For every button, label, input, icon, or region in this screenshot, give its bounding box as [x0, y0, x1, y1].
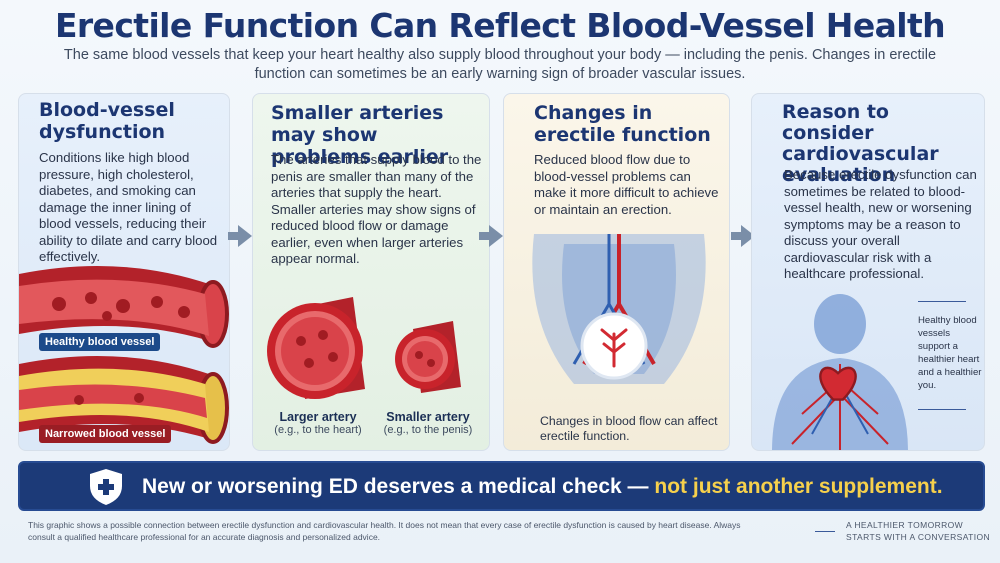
banner-accent-text: not just another supplement.: [654, 475, 943, 498]
larger-artery-caption: Larger artery (e.g., to the heart): [263, 410, 373, 436]
banner-message: New or worsening ED deserves a medical c…: [142, 475, 943, 499]
callout-line-top: [918, 301, 966, 302]
page-subtitle: The same blood vessels that keep your he…: [63, 47, 937, 82]
footer-tagline: A HEALTHIER TOMORROW STARTS WITH A CONVE…: [846, 520, 991, 542]
panel-blood-vessel-dysfunction: Blood-vessel dysfunction Conditions like…: [18, 93, 230, 451]
larger-artery-image: [267, 297, 365, 399]
right-arrow-icon: [228, 225, 252, 247]
panel-smaller-arteries: Smaller arteries may show problems earli…: [252, 93, 490, 451]
panel-heading: Reason to consider cardiovascular evalua…: [782, 101, 939, 186]
callout-text: Healthy blood vessels support a healthie…: [918, 315, 982, 391]
smaller-artery-label: Smaller artery: [386, 410, 470, 424]
panel-erectile-function: Changes in erectile function Reduced blo…: [503, 93, 730, 451]
panel-heading: Blood-vessel dysfunction: [39, 99, 175, 143]
narrowed-vessel-label: Narrowed blood vessel: [39, 425, 172, 443]
footer-divider: [815, 531, 835, 532]
vessel-illustration: [19, 266, 229, 444]
narrowed-vessel-image: [19, 356, 229, 444]
artery-comparison-illustration: [267, 297, 461, 399]
healthy-vessel-image: [19, 266, 229, 348]
smaller-artery-image: [395, 321, 461, 393]
panel-body: Because erectile dysfunction can sometim…: [784, 167, 977, 281]
panel-body: Conditions like high blood pressure, hig…: [39, 150, 218, 264]
larger-artery-sub: (e.g., to the heart): [274, 424, 362, 436]
medical-check-banner: New or worsening ED deserves a medical c…: [18, 461, 985, 511]
footer-disclaimer: This graphic shows a possible connection…: [28, 520, 741, 542]
panel-heading: Changes in erectile function: [534, 102, 711, 146]
right-arrow-icon: [479, 225, 503, 247]
shield-plus-icon: [90, 469, 122, 505]
healthy-vessel-label: Healthy blood vessel: [39, 333, 161, 351]
heart-icon: [819, 366, 857, 401]
panel-cardiovascular-evaluation: Reason to consider cardiovascular evalua…: [751, 93, 985, 451]
larger-artery-label: Larger artery: [279, 410, 357, 424]
panel-body: The arteries that supply blood to the pe…: [271, 152, 482, 266]
smaller-artery-sub: (e.g., to the penis): [383, 424, 473, 436]
heart-body-illustration: [772, 294, 908, 450]
callout-line-bottom: [918, 409, 966, 410]
panel-body: Reduced blood flow due to blood-vessel p…: [534, 152, 719, 217]
illustration-caption: Changes in blood flow can affect erectil…: [540, 414, 718, 443]
smaller-artery-caption: Smaller artery (e.g., to the penis): [373, 410, 483, 436]
pelvis-blood-flow-illustration: [532, 234, 706, 384]
page-title: Erectile Function Can Reflect Blood-Vess…: [54, 6, 946, 45]
banner-main-text: New or worsening ED deserves a medical c…: [142, 475, 655, 498]
panel-heading: Smaller arteries may show problems earli…: [271, 102, 449, 168]
